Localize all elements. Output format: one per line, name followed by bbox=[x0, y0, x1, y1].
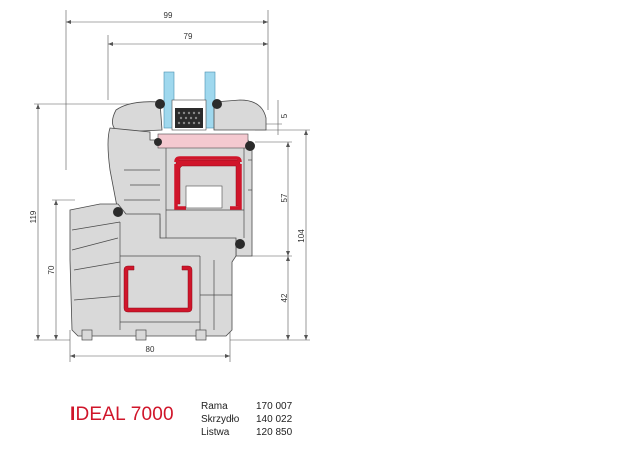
sash-chambers bbox=[124, 148, 252, 238]
sash-gasket-strip bbox=[157, 133, 249, 149]
glazing-seal bbox=[175, 108, 203, 128]
brand-initial: I bbox=[70, 404, 76, 425]
gasket-frame bbox=[235, 239, 245, 249]
gaskets bbox=[113, 99, 255, 249]
dim-gasket-offset: 5 bbox=[280, 113, 289, 118]
profile-name: Rama bbox=[201, 401, 228, 412]
gasket-sash bbox=[245, 141, 255, 151]
dim-frame-height: 70 bbox=[47, 265, 56, 274]
frame-reinforcement bbox=[123, 265, 193, 313]
frame-profile bbox=[69, 203, 237, 337]
profile-row-bead: Listwa 120 850 bbox=[201, 426, 292, 439]
dim-total-height-left: 119 bbox=[29, 210, 38, 223]
frame-feet bbox=[81, 329, 207, 341]
sash-core bbox=[185, 185, 223, 209]
profile-row-sash: Skrzydło 140 022 bbox=[201, 413, 292, 426]
glazing bbox=[163, 71, 216, 131]
gasket-top-right bbox=[212, 99, 222, 109]
gasket-left bbox=[113, 207, 123, 217]
profile-code: 140 022 bbox=[256, 414, 293, 425]
profile-code-list: Rama 170 007 Skrzydło 140 022 Listwa 120… bbox=[201, 400, 292, 439]
dimension-arrows bbox=[36, 20, 308, 358]
dim-overall-width: 99 bbox=[164, 11, 173, 20]
dim-frame-width: 80 bbox=[146, 345, 155, 354]
dim-total-height-right: 104 bbox=[297, 229, 306, 243]
dim-sash-height: 57 bbox=[280, 193, 289, 202]
dimension-lines bbox=[34, 10, 310, 362]
outer-bead bbox=[112, 101, 163, 133]
dim-sash-width: 79 bbox=[184, 32, 193, 41]
gasket-top-left bbox=[155, 99, 165, 109]
window-profile-cross-section: 99 79 5 57 104 119 70 42 80 bbox=[29, 10, 310, 362]
brand-rest: DEAL 7000 bbox=[75, 404, 174, 425]
profile-row-frame: Rama 170 007 bbox=[201, 400, 292, 413]
brand-title: IDEAL 7000 bbox=[70, 404, 174, 426]
profile-name: Listwa bbox=[201, 427, 230, 438]
gasket-inner bbox=[154, 138, 162, 146]
profile-code: 170 007 bbox=[256, 401, 293, 412]
profile-name: Skrzydło bbox=[201, 414, 240, 425]
profile-code: 120 850 bbox=[256, 427, 293, 438]
glazing-bead bbox=[213, 99, 267, 131]
dim-frame-lower: 42 bbox=[280, 293, 289, 302]
frame-chambers bbox=[71, 221, 232, 330]
